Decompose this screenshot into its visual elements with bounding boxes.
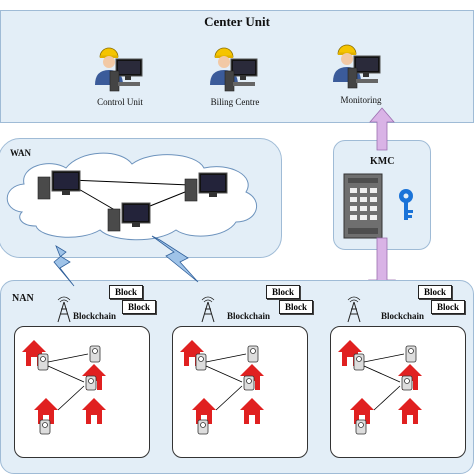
- house-icon: [240, 398, 264, 424]
- blockchain-label: Blockchain: [381, 311, 425, 321]
- block-tag: Block: [279, 300, 314, 314]
- smart-meter-icon: [37, 345, 101, 435]
- house-icon: [350, 398, 374, 424]
- wan-computer-icon: [37, 170, 81, 200]
- kmc-label: KMC: [370, 156, 395, 167]
- antenna-tower-icon: [57, 296, 71, 323]
- wan-computer-icon: [184, 172, 228, 202]
- wan-computer-icon: [107, 202, 151, 232]
- house-icon: [398, 398, 422, 424]
- antenna-tower-icon: [347, 296, 361, 323]
- block-tag: Block: [122, 300, 157, 314]
- monitoring-label: Monitoring: [340, 95, 382, 105]
- cluster-devices: [180, 340, 264, 435]
- center-unit-title: Center Unit: [204, 14, 270, 29]
- billing-centre-operator-icon: [210, 47, 258, 92]
- cluster-devices: [22, 340, 106, 435]
- wan-label: WAN: [10, 148, 32, 158]
- block-tag: Block: [431, 300, 466, 314]
- smart-meter-icon: [195, 345, 259, 435]
- house-icon: [82, 398, 106, 424]
- control-unit-operator-icon: [95, 47, 143, 92]
- monitoring-operator-icon: [333, 44, 381, 89]
- blockchain-label: Blockchain: [73, 311, 117, 321]
- block-tag: Block: [266, 285, 301, 299]
- block-tag: Block: [418, 285, 453, 299]
- blockchain-label: Blockchain: [227, 311, 271, 321]
- antenna-tower-icon: [201, 296, 215, 323]
- cluster-devices: [338, 340, 422, 435]
- billing-centre-label: Biling Centre: [210, 97, 260, 107]
- house-icon: [34, 398, 58, 424]
- key-icon: [399, 189, 413, 220]
- control-unit-label: Control Unit: [97, 97, 143, 107]
- block-tag: Block: [109, 285, 144, 299]
- smart-meter-icon: [353, 345, 417, 435]
- nan-label: NAN: [12, 293, 34, 304]
- house-icon: [192, 398, 216, 424]
- kmc-server-icon: [343, 173, 383, 239]
